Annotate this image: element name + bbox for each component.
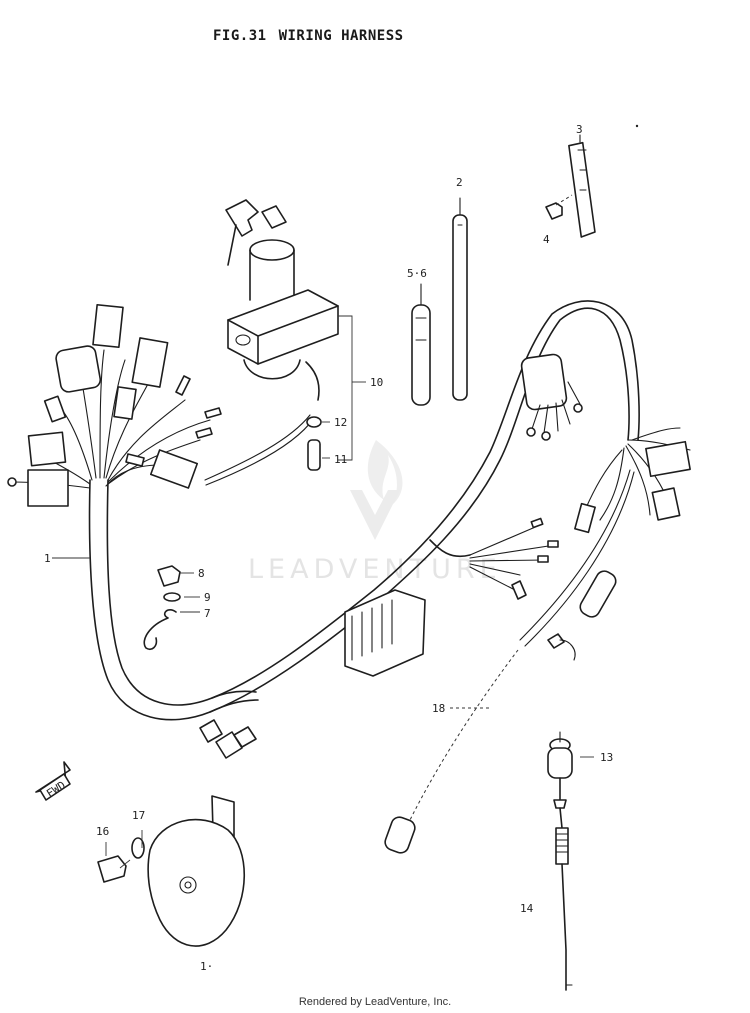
callout-9: 9 <box>204 591 211 604</box>
callout-2: 2 <box>456 176 463 189</box>
callout-7: 7 <box>204 607 211 620</box>
callout-17: 17 <box>132 809 145 822</box>
main-harness <box>88 300 640 759</box>
callout-4: 4 <box>543 233 550 246</box>
clip-parts <box>143 565 181 651</box>
figure-title: FIG.31 WIRING HARNESS <box>213 28 416 44</box>
figure-heading: WIRING HARNESS <box>278 28 404 44</box>
stray-mark <box>635 124 639 128</box>
callout-labels: 1 2 3 4 5·6 7 8 9 10 11 12 13 14 16 17 1… <box>44 123 613 973</box>
callout-11: 11 <box>334 453 347 466</box>
footer-credit: Rendered by LeadVenture, Inc. <box>298 996 452 1008</box>
callout-12: 12 <box>334 416 347 429</box>
callout-3: 3 <box>576 123 583 136</box>
ignition-switch <box>204 199 366 486</box>
fwd-arrow: FWD <box>35 761 71 801</box>
callout-10: 10 <box>370 376 383 389</box>
harness-bands <box>411 134 596 406</box>
callout-8: 8 <box>198 567 205 580</box>
callout-1-horn: 1· <box>200 960 213 973</box>
watermark-logo: LEADVENTURE <box>248 440 502 585</box>
horn <box>97 795 245 947</box>
callout-16: 16 <box>96 825 109 838</box>
right-harness-branch <box>384 353 691 854</box>
callout-14: 14 <box>520 902 534 915</box>
leader-lines <box>52 557 490 856</box>
callout-18: 18 <box>432 702 445 715</box>
callout-13: 13 <box>600 751 613 764</box>
fuse-cable <box>547 731 594 991</box>
watermark-text: LEADVENTURE <box>248 554 502 585</box>
callout-5-6: 5·6 <box>407 267 427 280</box>
figure-number: FIG.31 <box>213 28 267 44</box>
callout-1: 1 <box>44 552 51 565</box>
left-connector-cluster <box>7 303 222 507</box>
